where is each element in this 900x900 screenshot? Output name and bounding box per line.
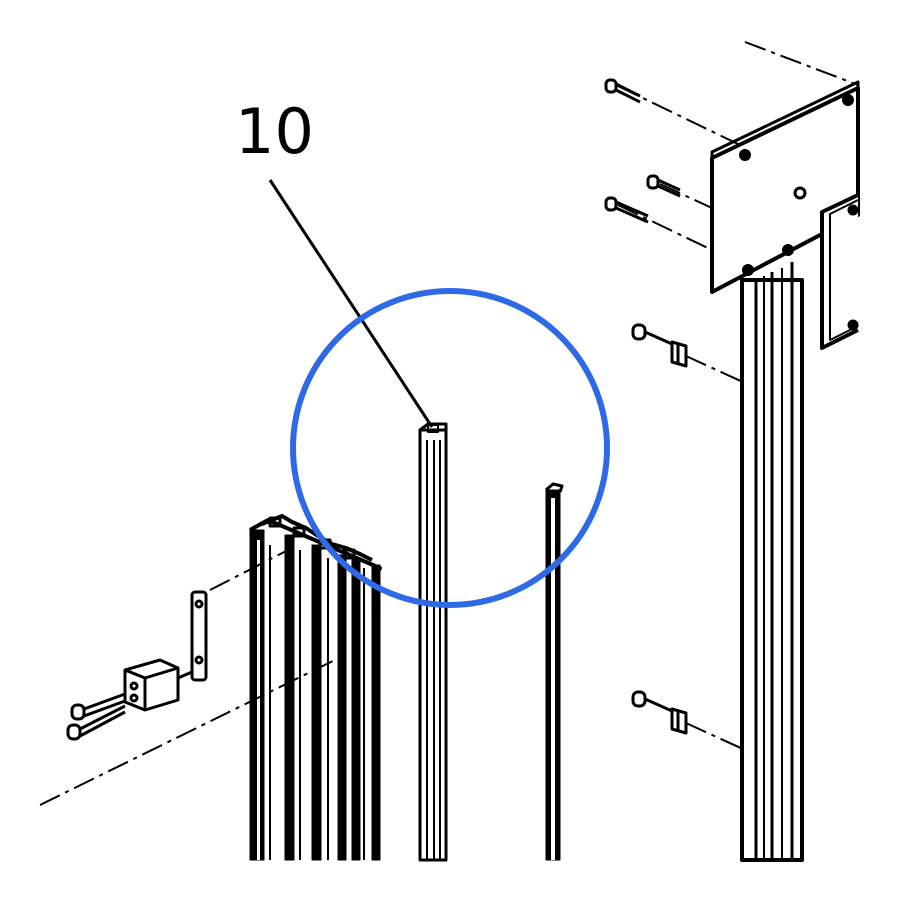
post-fastener-lower [631,690,688,735]
post-fastener-upper [631,323,688,368]
highlight-circle [290,288,610,608]
bracket-bolt-assembly [66,590,208,741]
side-plate-fragment [820,193,859,350]
right-post-profile [740,262,804,862]
left-extrusion-profile [249,514,382,861]
middle-profile-item-10 [418,422,448,862]
construction-lines-right [617,41,859,751]
construction-lines-left [39,547,346,806]
plate-screws [604,78,681,224]
callout-leader-line [268,179,434,428]
thin-rail [545,482,564,861]
callout-label-10: 10 [235,95,314,168]
